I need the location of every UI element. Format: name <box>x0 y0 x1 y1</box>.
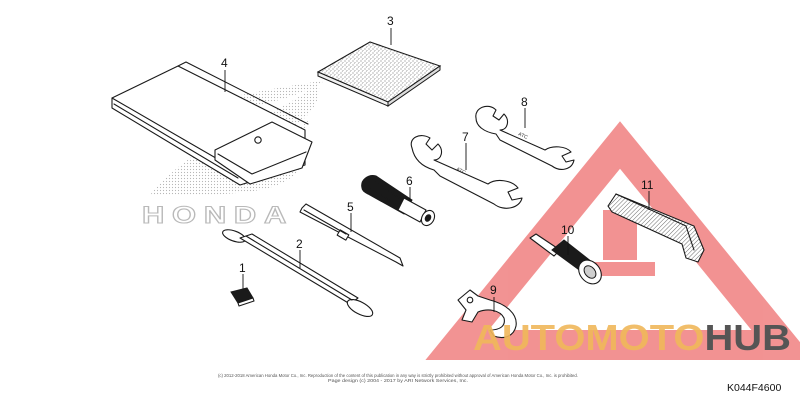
callout-label: 5 <box>347 200 354 214</box>
callout-7: 7 <box>462 130 469 170</box>
diagram-code: K044F4600 <box>727 382 781 394</box>
honda-logo-text: HONDA <box>142 202 294 229</box>
watermark-brand-part1: AUTOMOTO <box>473 317 704 358</box>
callout-label: 1 <box>239 261 246 275</box>
watermark-brand-part2: HUB <box>704 317 791 358</box>
part-9-pin-spanner <box>457 289 517 339</box>
copyright-notice: (c) 2012-2018 American Honda Motor Co., … <box>218 373 578 378</box>
part-1-fuse-clip <box>230 287 255 307</box>
callout-label: 7 <box>462 130 469 144</box>
part-5-screwdriver <box>299 203 404 267</box>
callout-11: 11 <box>641 178 654 210</box>
callout-6: 6 <box>406 174 413 200</box>
callout-label: 2 <box>296 237 303 251</box>
callout-5: 5 <box>347 200 354 232</box>
part-4-tool-bag <box>111 61 313 186</box>
callout-label: 6 <box>406 174 413 188</box>
part-8-wrench-small: ATC <box>475 105 575 170</box>
part-7-wrench-large: ATC <box>410 135 523 209</box>
callout-label: 4 <box>221 56 228 70</box>
callout-label: 3 <box>387 14 394 28</box>
callout-8: 8 <box>521 95 528 128</box>
part-3-cloth-pad <box>316 41 442 107</box>
svg-text:ATC: ATC <box>455 166 467 176</box>
callout-2: 2 <box>296 237 303 268</box>
part-2-handle-bar <box>222 229 374 317</box>
callout-label: 9 <box>490 283 497 297</box>
part-10-socket-wrench <box>529 233 602 285</box>
callout-label: 11 <box>641 178 654 192</box>
callout-3: 3 <box>387 14 394 45</box>
part-6-screwdriver-handle <box>361 175 436 227</box>
copyright-notice-line2: Page design (c) 2004 - 2017 by ARI Netwo… <box>328 378 468 383</box>
callout-label: 10 <box>561 223 575 237</box>
part-11-tire-lever <box>607 193 705 263</box>
callout-10: 10 <box>561 223 575 255</box>
svg-text:ATC: ATC <box>517 131 529 141</box>
callout-1: 1 <box>239 261 246 289</box>
callout-label: 8 <box>521 95 528 109</box>
callout-4: 4 <box>221 56 228 92</box>
callout-9: 9 <box>490 283 497 312</box>
